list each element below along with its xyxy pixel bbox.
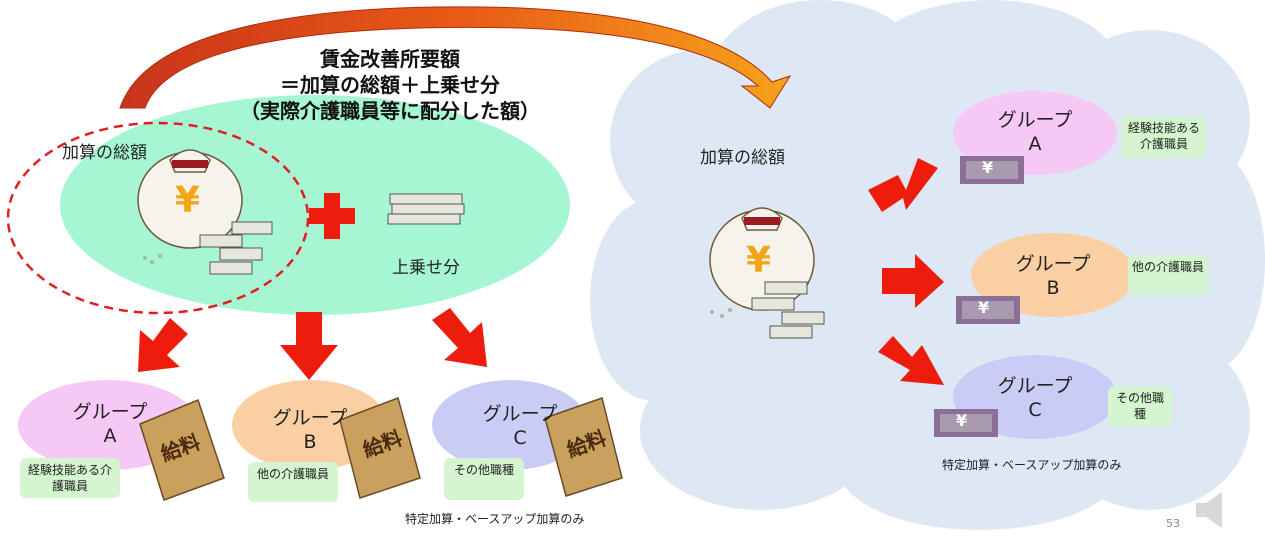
yen-symbol-left: ¥ xyxy=(175,180,201,221)
right-group-b-label: グループ B xyxy=(1003,252,1103,300)
left-group-b-label: グループ B xyxy=(260,406,360,454)
dashed-circle xyxy=(6,121,310,315)
money-bag-icon-right xyxy=(709,207,825,339)
title-line3: （実際介護職員等に配分した額） xyxy=(240,99,540,123)
green-ellipse xyxy=(60,95,570,315)
arrow-right xyxy=(882,254,944,308)
bill-yen-a: ¥ xyxy=(982,158,994,177)
right-group-a-letter: A xyxy=(1028,133,1042,155)
red-plus-icon xyxy=(309,193,355,239)
money-bag-icon xyxy=(137,149,273,275)
left-group-c-name: グループ xyxy=(482,403,558,425)
title-line2: ＝加算の総額＋上乗せ分 xyxy=(280,73,500,97)
arrow-down-right xyxy=(432,308,487,367)
arrow-down-right-2 xyxy=(878,336,944,385)
right-group-c-label: グループ C xyxy=(985,374,1085,422)
bill-yen-b: ¥ xyxy=(978,298,990,317)
left-group-a-label: グループ A xyxy=(60,400,160,448)
right-group-a-name: グループ xyxy=(997,109,1073,131)
right-group-c-letter: C xyxy=(1028,399,1042,421)
left-group-b-letter: B xyxy=(303,431,317,453)
left-group-a-tag: 経験技能ある介護職員 xyxy=(20,458,120,498)
left-group-c-ellipse xyxy=(432,380,588,470)
salary-envelope-icon xyxy=(139,397,623,501)
right-group-a-ellipse xyxy=(953,91,1117,175)
page-number: 53 xyxy=(1166,517,1180,530)
right-group-b-letter: B xyxy=(1046,277,1060,299)
right-group-a-label: グループ A xyxy=(985,108,1085,156)
left-note: 特定加算・ベースアップ加算のみ xyxy=(405,512,585,526)
title-line1: 賃金改善所要額 xyxy=(320,47,460,71)
left-group-c-letter: C xyxy=(513,427,527,449)
left-group-a-letter: A xyxy=(103,425,117,447)
right-total-label: 加算の総額 xyxy=(700,148,785,168)
money-stack xyxy=(199,221,273,275)
curved-arrow xyxy=(119,6,792,109)
bill-icon-c xyxy=(934,409,998,437)
extra-label: 上乗せ分 xyxy=(392,258,460,278)
extra-money-icon xyxy=(387,193,465,225)
right-group-b-tag: 他の介護職員 xyxy=(1128,255,1208,295)
bill-icon-b xyxy=(956,296,1020,324)
left-group-b-name: グループ xyxy=(272,407,348,429)
right-note: 特定加算・ベースアップ加算のみ xyxy=(942,458,1122,472)
left-group-a-name: グループ xyxy=(72,401,148,423)
left-group-b-tag: 他の介護職員 xyxy=(248,462,338,502)
bill-icon-a xyxy=(960,156,1024,184)
right-group-a-tag: 経験技能ある介護職員 xyxy=(1122,116,1206,158)
arrow-down-center xyxy=(280,312,338,380)
speaker-icon xyxy=(1196,492,1222,528)
right-group-c-name: グループ xyxy=(997,375,1073,397)
bill-yen-c: ¥ xyxy=(956,411,968,430)
right-group-c-tag: その他職種 xyxy=(1108,386,1172,426)
yen-symbol-right: ¥ xyxy=(746,240,772,281)
title-block: 賃金改善所要額 ＝加算の総額＋上乗せ分 （実際介護職員等に配分した額） xyxy=(200,46,580,124)
right-group-b-name: グループ xyxy=(1015,253,1091,275)
left-total-label: 加算の総額 xyxy=(62,143,147,163)
arrow-down-left xyxy=(138,318,188,372)
left-group-c-tag: その他職種 xyxy=(444,458,524,500)
left-group-c-label: グループ C xyxy=(470,402,570,450)
arrow-up-right xyxy=(868,158,938,212)
